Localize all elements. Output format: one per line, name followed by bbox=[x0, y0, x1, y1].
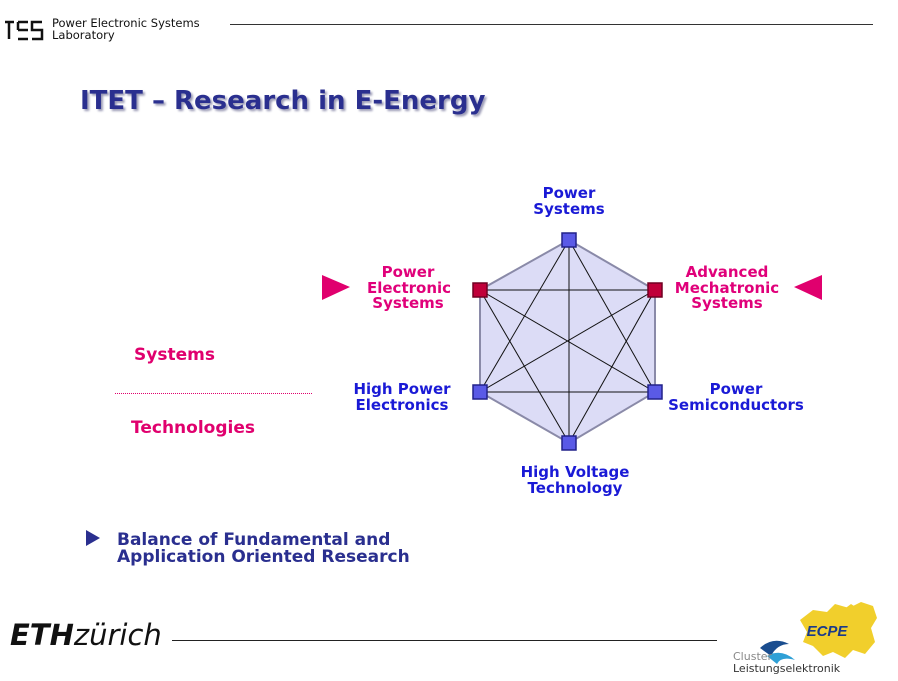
node-power-electronic-systems bbox=[472, 282, 488, 298]
label-power-electronic-systems: Power Electronic Systems bbox=[367, 263, 452, 312]
label-line: Advanced bbox=[685, 263, 769, 281]
label-advanced-mechatronic-systems: Advanced Mechatronic Systems bbox=[672, 263, 782, 312]
label-line: Mechatronic bbox=[674, 278, 780, 297]
label-line: Power bbox=[542, 184, 596, 202]
left-pointer-arrow bbox=[322, 275, 350, 300]
svg-text:ECPE: ECPE bbox=[807, 623, 849, 640]
label-line: Electronic bbox=[367, 278, 452, 297]
label-line: Systems bbox=[691, 294, 763, 312]
label-line: Semiconductors bbox=[668, 395, 804, 414]
lab-name-line2: Laboratory bbox=[52, 28, 115, 42]
label-line: Power bbox=[381, 263, 435, 281]
label-high-voltage-technology: High Voltage Technology bbox=[515, 463, 635, 497]
balance-line: Application Oriented Research bbox=[117, 547, 410, 567]
label-power-systems: Power Systems bbox=[528, 184, 610, 218]
label-high-power-electronics: High Power Electronics bbox=[352, 380, 452, 414]
pes-logo-icon bbox=[5, 20, 44, 41]
node-power-semiconductors bbox=[647, 384, 663, 400]
balance-line: Balance of Fundamental and bbox=[117, 530, 391, 550]
eth-logo-italic: zürich bbox=[73, 618, 162, 652]
connection-lines bbox=[479, 239, 656, 444]
right-pointer-arrow bbox=[794, 275, 822, 300]
cluster-small-label: Cluster bbox=[733, 650, 773, 663]
bullet-arrow-icon bbox=[86, 530, 100, 546]
cluster-name-label: Leistungselektronik bbox=[733, 662, 841, 675]
lab-name: Power Electronic Systems Laboratory bbox=[52, 17, 200, 41]
lab-name-line1: Power Electronic Systems bbox=[52, 16, 200, 30]
ecpe-cluster-logo-icon: ECPE bbox=[760, 602, 877, 664]
page-title: ITET – Research in E-Energy bbox=[80, 86, 486, 116]
label-line: High Voltage bbox=[520, 463, 630, 481]
node-high-voltage-technology bbox=[561, 435, 577, 451]
label-line: Systems bbox=[533, 199, 605, 218]
top-rule bbox=[230, 24, 873, 25]
label-line: Systems bbox=[372, 294, 444, 312]
bottom-rule bbox=[172, 640, 717, 641]
node-high-power-electronics bbox=[472, 384, 488, 400]
node-power-systems bbox=[561, 232, 577, 248]
technologies-label: Technologies bbox=[131, 418, 255, 438]
label-line: Electronics bbox=[355, 395, 449, 414]
eth-zurich-logo: ETHzürich bbox=[10, 618, 162, 652]
cluster-text: Cluster Leistungselektronik bbox=[733, 651, 840, 675]
eth-logo-bold: ETH bbox=[10, 618, 74, 652]
balance-text: Balance of Fundamental and Application O… bbox=[117, 532, 410, 566]
label-power-semiconductors: Power Semiconductors bbox=[668, 380, 804, 414]
systems-label: Systems bbox=[134, 345, 215, 365]
label-line: High Power bbox=[353, 380, 451, 398]
separator-dotted-line bbox=[115, 393, 312, 394]
label-line: Technology bbox=[527, 478, 623, 497]
node-advanced-mechatronic-systems bbox=[647, 282, 663, 298]
label-line: Power bbox=[709, 380, 763, 398]
